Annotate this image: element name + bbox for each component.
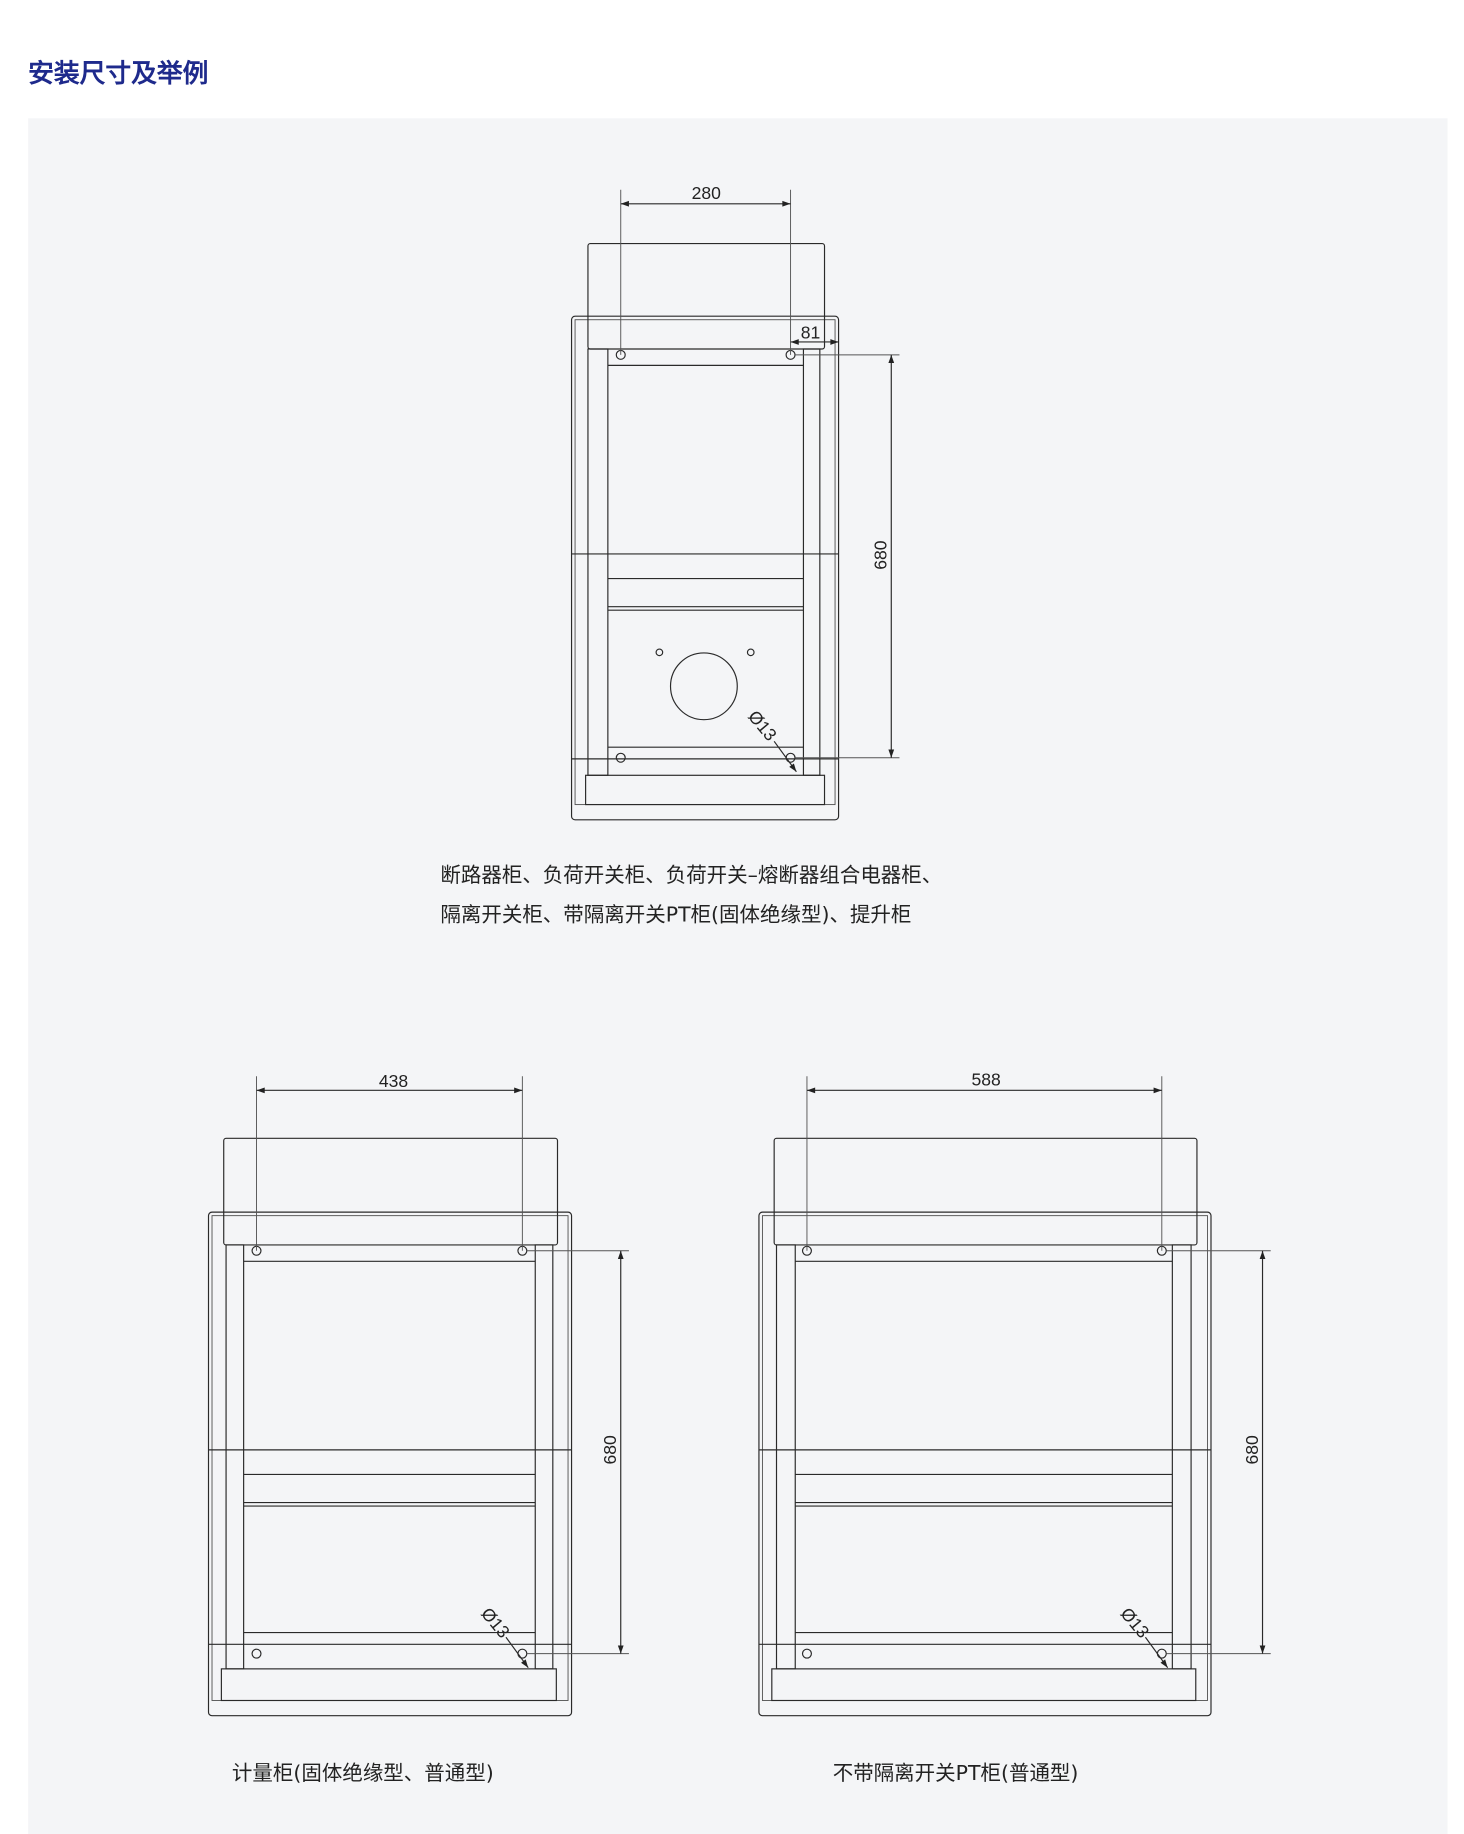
hole-leader-line (1144, 1636, 1169, 1669)
cabinet-drawing-2 (207, 1076, 629, 1717)
caption-line: 不带隔离开关PT柜(普通型) (833, 1761, 1079, 1785)
side-dimension-label: 81 (801, 322, 821, 342)
mounting-hole (801, 1648, 812, 1659)
small-hole (746, 648, 755, 657)
cable-entry-hole (669, 652, 738, 721)
base-plate (771, 1668, 1197, 1702)
cabinet-outline (207, 1211, 573, 1717)
width-dimension-label: 280 (692, 183, 722, 203)
cabinet-drawing-1 (570, 189, 900, 821)
drawing-panel (28, 118, 1448, 1834)
height-dimension-label: 680 (871, 540, 891, 570)
hole-leader-line (505, 1636, 529, 1669)
height-dimension-label: 680 (1242, 1435, 1262, 1465)
height-dimension-label: 680 (600, 1435, 620, 1465)
mounting-hole (615, 752, 626, 763)
small-hole (655, 648, 664, 657)
page-title: 安装尺寸及举例 (28, 58, 208, 89)
base-plate (220, 1668, 557, 1702)
cabinet-drawing-3 (758, 1076, 1271, 1717)
caption-line: 断路器柜、负荷开关柜、负荷开关–熔断器组合电器柜、 (440, 863, 942, 887)
top-box (223, 1137, 559, 1246)
cabinet-outline (758, 1211, 1212, 1717)
mounting-hole (251, 1648, 262, 1659)
top-box (587, 243, 826, 350)
cabinet-outline (570, 315, 840, 821)
base-plate (585, 774, 826, 806)
width-dimension-label: 588 (971, 1070, 1000, 1090)
caption-line: 隔离开关柜、带隔离开关PT柜(固体绝缘型)、提升柜 (440, 903, 911, 927)
top-box (773, 1137, 1198, 1246)
width-dimension-label: 438 (379, 1071, 408, 1091)
hole-leader-line (773, 740, 797, 773)
caption-line: 计量柜(固体绝缘型、普通型) (232, 1761, 494, 1785)
